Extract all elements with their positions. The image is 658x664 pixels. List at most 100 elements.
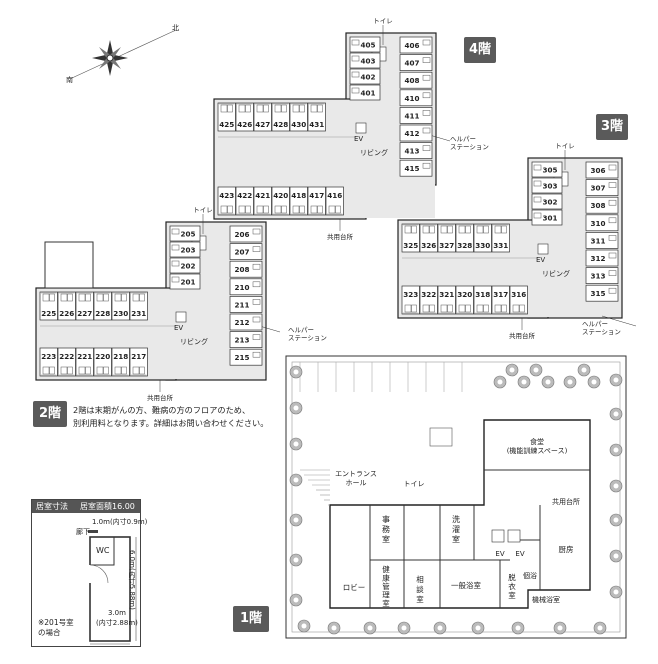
- room-size-width-top: 1.0m(内寸0.9m): [92, 518, 148, 526]
- svg-text:327: 327: [439, 241, 454, 250]
- room-size-wc: WC: [96, 546, 110, 555]
- svg-text:223: 223: [41, 352, 56, 361]
- svg-text:405: 405: [360, 41, 375, 50]
- room-215: 215: [229, 348, 263, 366]
- svg-text:308: 308: [590, 201, 605, 210]
- room-430: 430: [289, 102, 308, 132]
- room-316: 316: [509, 285, 528, 315]
- room-412: 412: [399, 124, 433, 142]
- floor3-toilet-label: トイレ: [555, 142, 575, 150]
- floor-1-badge: 1階: [233, 606, 269, 632]
- floor4-helper-label: ヘルパーステーション: [450, 135, 489, 151]
- floor1-office-label: 事務室: [382, 514, 390, 544]
- svg-text:412: 412: [404, 129, 419, 138]
- svg-text:202: 202: [180, 262, 195, 271]
- svg-text:脱: 脱: [508, 572, 516, 582]
- floor1-machine-bath-label: 機械浴室: [532, 595, 560, 604]
- svg-text:226: 226: [59, 309, 74, 318]
- svg-text:室: 室: [382, 598, 390, 608]
- room-312: 312: [585, 249, 619, 267]
- room-318: 318: [473, 285, 492, 315]
- svg-text:301: 301: [542, 214, 557, 223]
- compass-north-label: 北: [172, 24, 179, 32]
- floor4-toilet-label: トイレ: [373, 17, 393, 25]
- room-220: 220: [93, 347, 112, 377]
- compass-rose: [71, 29, 177, 79]
- room-226: 226: [57, 291, 76, 321]
- svg-text:217: 217: [131, 352, 146, 361]
- room-415: 415: [399, 159, 433, 177]
- svg-text:331: 331: [493, 241, 508, 250]
- svg-text:室: 室: [382, 534, 390, 544]
- svg-text:407: 407: [404, 59, 419, 68]
- room-size-area: 居室面積16.00㎡: [80, 502, 135, 524]
- svg-text:310: 310: [590, 219, 605, 228]
- room-205: 205: [169, 225, 201, 242]
- room-305: 305: [531, 161, 563, 178]
- svg-text:218: 218: [113, 352, 128, 361]
- floor3-living-label: リビング: [542, 269, 570, 278]
- room-203: 203: [169, 241, 201, 258]
- svg-text:203: 203: [180, 246, 195, 255]
- floor1-lobby-label: ロビー: [343, 583, 366, 592]
- site-boundary: [285, 355, 627, 639]
- svg-text:430: 430: [291, 120, 306, 129]
- svg-text:427: 427: [255, 120, 270, 129]
- room-210: 210: [229, 278, 263, 296]
- room-418: 418: [289, 186, 308, 216]
- svg-text:室: 室: [452, 534, 460, 544]
- room-403: 403: [349, 52, 381, 69]
- room-405: 405: [349, 36, 381, 53]
- svg-text:302: 302: [542, 198, 557, 207]
- svg-text:417: 417: [309, 191, 324, 200]
- svg-text:416: 416: [327, 191, 342, 200]
- svg-text:428: 428: [273, 120, 288, 129]
- room-212: 212: [229, 313, 263, 331]
- svg-text:328: 328: [457, 241, 472, 250]
- room-227: 227: [75, 291, 94, 321]
- room-size-note: ※201号室 の場合: [38, 618, 74, 637]
- svg-text:208: 208: [234, 265, 249, 274]
- svg-text:213: 213: [234, 336, 249, 345]
- room-222: 222: [57, 347, 76, 377]
- floor4-kitchen-label: 共用台所: [327, 232, 354, 241]
- room-306: 306: [585, 161, 619, 179]
- room-425: 425: [217, 102, 236, 132]
- svg-text:421: 421: [255, 191, 270, 200]
- room-size-diagram: [88, 530, 137, 645]
- room-311: 311: [585, 232, 619, 249]
- svg-text:321: 321: [439, 290, 454, 299]
- svg-text:303: 303: [542, 182, 557, 191]
- room-327: 327: [437, 223, 456, 253]
- floor3-kitchen-label: 共用台所: [509, 331, 536, 340]
- room-328: 328: [455, 223, 474, 253]
- svg-text:濯: 濯: [452, 524, 460, 534]
- room-413: 413: [399, 142, 433, 159]
- room-331: 331: [491, 223, 510, 253]
- svg-text:207: 207: [234, 248, 249, 257]
- floor-4-badge: 4階: [464, 37, 496, 63]
- room-218: 218: [111, 347, 130, 377]
- floor2-helper-label: ヘルパーステーション: [288, 326, 327, 342]
- room-322: 322: [419, 285, 438, 315]
- svg-text:420: 420: [273, 191, 288, 200]
- room-401: 401: [349, 84, 381, 101]
- floor1-kitchen-label: 厨房: [559, 544, 574, 554]
- svg-text:212: 212: [234, 318, 249, 327]
- svg-text:206: 206: [234, 230, 249, 239]
- svg-text:相: 相: [416, 574, 424, 584]
- room-315: 315: [585, 284, 619, 302]
- room-426: 426: [235, 102, 254, 132]
- svg-text:431: 431: [309, 120, 324, 129]
- room-size-title: 居室寸法: [36, 502, 68, 511]
- room-402: 402: [349, 68, 381, 85]
- room-208: 208: [229, 260, 263, 278]
- room-230: 230: [111, 291, 130, 321]
- room-406: 406: [399, 36, 433, 54]
- floor2-kitchen-label: 共用台所: [147, 393, 174, 402]
- svg-text:422: 422: [237, 191, 252, 200]
- svg-text:管: 管: [382, 581, 390, 591]
- room-225: 225: [39, 291, 58, 321]
